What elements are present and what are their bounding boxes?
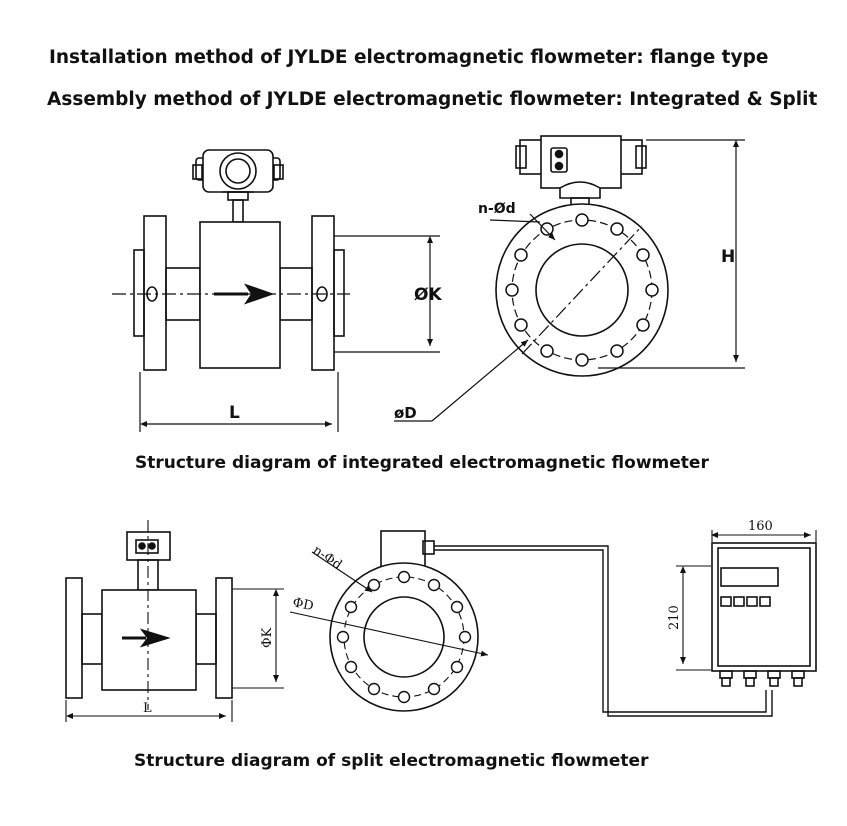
remote-converter: [676, 530, 817, 687]
left-gasket: [133, 249, 145, 337]
converter-display: [720, 567, 779, 587]
assembly-method-heading: Assembly method of JYLDE electromagnetic…: [47, 89, 818, 110]
split-right-flange: [215, 577, 233, 699]
connection-cable: [434, 545, 773, 717]
right-gasket: [333, 249, 345, 337]
integrated-bore-k-label: ØK: [414, 285, 442, 305]
split-side-view: [65, 520, 284, 722]
split-left-flange: [65, 577, 83, 699]
integrated-outer-d-label: øD: [394, 404, 417, 422]
split-front-view: [289, 530, 489, 712]
split-diagram-caption: Structure diagram of split electromagnet…: [134, 751, 649, 771]
converter-housing: [711, 542, 817, 672]
integrated-length-label: L: [229, 403, 240, 423]
split-terminal-box: [380, 530, 426, 568]
converter-height-label: 210: [667, 605, 682, 630]
integrated-side-view: [112, 149, 440, 432]
bore-circle: [535, 243, 629, 337]
split-outer-d-label: ΦD: [291, 595, 315, 614]
flow-arrow: [244, 283, 275, 305]
split-bore-k-label: ΦK: [260, 627, 275, 648]
integrated-diagram-caption: Structure diagram of integrated electrom…: [135, 453, 709, 473]
integrated-height-label: H: [721, 247, 735, 267]
converter-width-label: 160: [748, 519, 773, 534]
split-bore-circle: [363, 596, 445, 678]
installation-method-heading: Installation method of JYLDE electromagn…: [49, 47, 769, 68]
split-length-label: L: [143, 701, 152, 716]
right-flange: [311, 215, 335, 371]
split-bolt-holes-label: n-Φd: [310, 543, 345, 573]
converter-head: [192, 149, 284, 223]
integrated-bolt-holes-label: n-Ød: [478, 201, 516, 217]
integrated-front-view: [394, 135, 745, 422]
